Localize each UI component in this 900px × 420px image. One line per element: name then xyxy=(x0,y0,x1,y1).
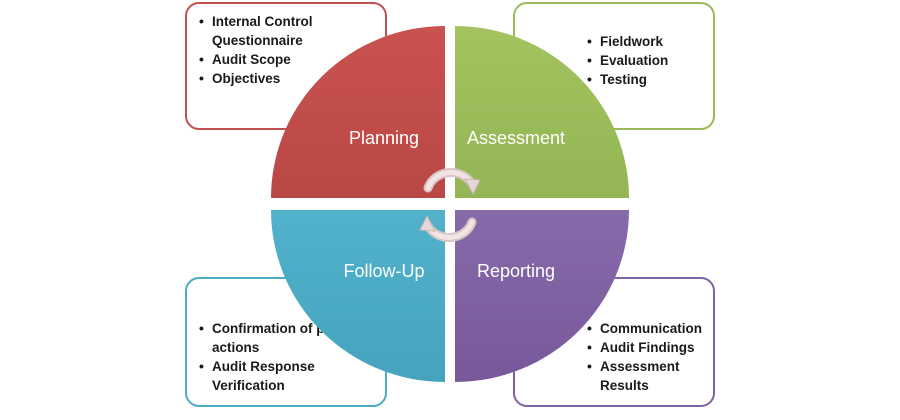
planning-item: Internal Control Questionnaire xyxy=(197,12,375,50)
assessment-items-list: Fieldwork Evaluation Testing xyxy=(585,32,703,89)
reporting-item: Communication xyxy=(585,319,703,338)
assessment-item: Testing xyxy=(585,70,703,89)
cycle-arrows-icon xyxy=(419,168,481,242)
assessment-label: Assessment xyxy=(467,128,565,148)
planning-quadrant xyxy=(271,26,445,198)
reporting-items-list: Communication Audit Findings Assessment … xyxy=(585,319,703,395)
assessment-item: Fieldwork xyxy=(585,32,703,51)
reporting-item: Audit Findings xyxy=(585,338,703,357)
planning-item: Audit Scope xyxy=(197,50,375,69)
planning-label: Planning xyxy=(349,128,419,148)
planning-item: Objectives xyxy=(197,69,375,88)
followup-quadrant xyxy=(271,210,445,382)
planning-items-list: Internal Control Questionnaire Audit Sco… xyxy=(197,12,375,88)
followup-item: Audit Response Verification xyxy=(197,357,375,395)
assessment-item: Evaluation xyxy=(585,51,703,70)
reporting-quadrant xyxy=(455,210,629,382)
followup-label: Follow-Up xyxy=(343,261,424,281)
reporting-label: Reporting xyxy=(477,261,555,281)
assessment-quadrant xyxy=(455,26,629,198)
reporting-item: Assessment Results xyxy=(585,357,703,395)
